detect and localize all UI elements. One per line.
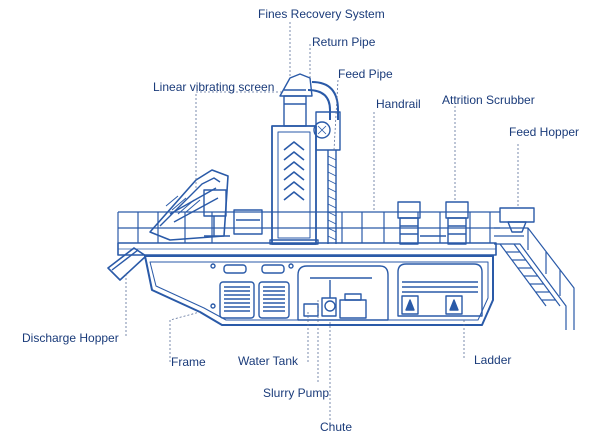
label-attrition-scrubber: Attrition Scrubber bbox=[442, 93, 535, 107]
label-discharge-hopper: Discharge Hopper bbox=[22, 331, 119, 345]
label-slurry-pump: Slurry Pump bbox=[263, 386, 330, 400]
feed-hopper-drawing bbox=[499, 207, 535, 233]
vibrating-screen bbox=[149, 169, 263, 241]
deck bbox=[117, 242, 497, 256]
attrition-scrubber-units bbox=[397, 201, 469, 245]
discharge-hopper-drawing bbox=[107, 247, 147, 281]
left-vent-panel bbox=[210, 263, 294, 319]
pump-bay bbox=[297, 265, 389, 321]
label-feed-hopper: Feed Hopper bbox=[509, 125, 580, 139]
label-linear-vibrating-screen: Linear vibrating screen bbox=[153, 80, 275, 94]
label-return-pipe: Return Pipe bbox=[312, 35, 376, 49]
label-fines-recovery-system: Fines Recovery System bbox=[258, 7, 385, 21]
fines-recovery-tower bbox=[269, 73, 339, 245]
label-water-tank: Water Tank bbox=[238, 354, 299, 368]
label-handrail: Handrail bbox=[376, 97, 421, 111]
ladder-drawing bbox=[494, 227, 575, 330]
label-chute: Chute bbox=[320, 420, 353, 434]
label-frame: Frame bbox=[171, 355, 206, 369]
pipe-column bbox=[313, 111, 341, 244]
label-ladder: Ladder bbox=[474, 353, 512, 367]
leader-lines bbox=[125, 22, 519, 420]
right-vent-panel bbox=[397, 263, 483, 317]
label-feed-pipe: Feed Pipe bbox=[338, 67, 393, 81]
